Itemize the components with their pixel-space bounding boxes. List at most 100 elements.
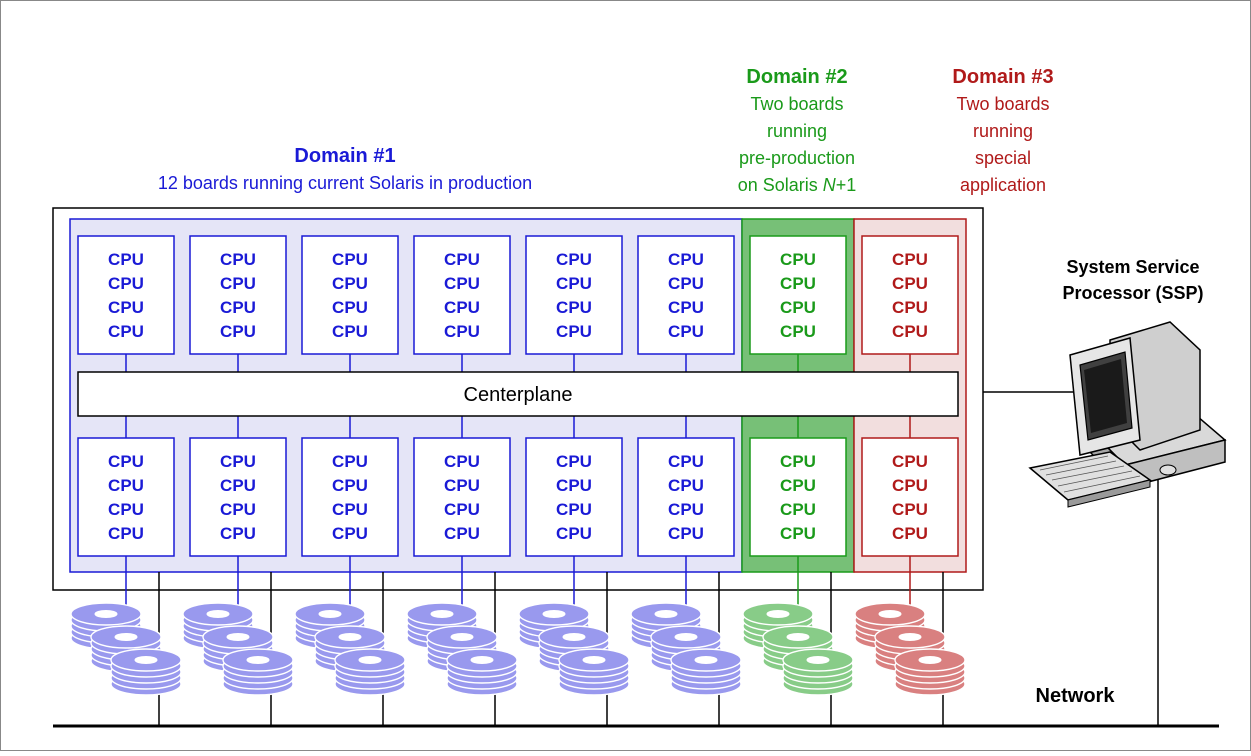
cpu-label: CPU <box>220 500 256 519</box>
cpu-label: CPU <box>556 500 592 519</box>
cpu-label: CPU <box>332 524 368 543</box>
cpu-label: CPU <box>668 452 704 471</box>
cpu-label: CPU <box>444 250 480 269</box>
cpu-label: CPU <box>780 250 816 269</box>
cpu-label: CPU <box>108 524 144 543</box>
cpu-board-lower-3 <box>301 437 399 557</box>
domain-2-line-1: Two boards <box>750 94 843 114</box>
cpu-board-upper-7 <box>749 235 847 355</box>
disk-stack-icon <box>782 648 854 696</box>
domain-3-label: Domain #3 Two boards running special app… <box>952 66 1053 195</box>
cpu-board-upper-3 <box>301 235 399 355</box>
cpu-label: CPU <box>220 250 256 269</box>
disk-stack-icon <box>110 648 182 696</box>
cpu-label: CPU <box>668 524 704 543</box>
cpu-label: CPU <box>444 524 480 543</box>
cpu-label: CPU <box>108 250 144 269</box>
cpu-label: CPU <box>892 476 928 495</box>
domain-2-line-2: running <box>767 121 827 141</box>
domain-1-title: Domain #1 <box>294 145 395 167</box>
domain-3-line-3: special <box>975 148 1031 168</box>
cpu-label: CPU <box>332 452 368 471</box>
cpu-label: CPU <box>556 322 592 341</box>
cpu-label: CPU <box>108 476 144 495</box>
cpu-board-upper-2 <box>189 235 287 355</box>
domain-1-desc: 12 boards running current Solaris in pro… <box>158 173 532 193</box>
cpu-board-upper-5 <box>525 235 623 355</box>
cpu-label: CPU <box>780 452 816 471</box>
cpu-label: CPU <box>668 250 704 269</box>
cpu-label: CPU <box>780 500 816 519</box>
disk-stack-icon <box>670 648 742 696</box>
cpu-label: CPU <box>556 274 592 293</box>
disk-stack-icon <box>334 648 406 696</box>
cpu-label: CPU <box>444 298 480 317</box>
ssp-label-line-1: System Service <box>1066 257 1199 277</box>
cpu-label: CPU <box>668 322 704 341</box>
cpu-label: CPU <box>668 274 704 293</box>
cpu-label: CPU <box>108 322 144 341</box>
cpu-board-upper-6 <box>637 235 735 355</box>
cpu-label: CPU <box>668 500 704 519</box>
domain-3-line-4: application <box>960 175 1046 195</box>
cpu-boards: CPU CPU CPU CPU CPU CPU CPU CPU CPU CPU CPU CPU CPU C… <box>77 235 959 557</box>
ssp-workstation-icon <box>1028 321 1227 508</box>
cpu-label: CPU <box>556 250 592 269</box>
disk-stack-icon <box>558 648 630 696</box>
domain-2-label: Domain #2 Two boards running pre-product… <box>738 66 857 195</box>
cpu-label: CPU <box>444 476 480 495</box>
cpu-label: CPU <box>780 524 816 543</box>
cpu-label: CPU <box>556 452 592 471</box>
domain-3-line-2: running <box>973 121 1033 141</box>
cpu-board-lower-1 <box>77 437 175 557</box>
network <box>53 391 1219 728</box>
cpu-label: CPU <box>220 322 256 341</box>
cpu-label: CPU <box>444 500 480 519</box>
centerplane <box>77 371 959 417</box>
cpu-label: CPU <box>668 476 704 495</box>
cpu-board-upper-1 <box>77 235 175 355</box>
cpu-board-lower-5 <box>525 437 623 557</box>
cpu-label: CPU <box>668 298 704 317</box>
cpu-board-lower-8 <box>861 437 959 557</box>
centerplane-label: Centerplane <box>464 384 573 406</box>
cpu-label: CPU <box>892 500 928 519</box>
cpu-board-lower-6 <box>637 437 735 557</box>
cpu-board-lower-7 <box>749 437 847 557</box>
domain-2-title: Domain #2 <box>746 66 847 88</box>
cpu-label: CPU <box>892 452 928 471</box>
cpu-label: CPU <box>108 500 144 519</box>
domain-1-label: Domain #1 12 boards running current Sola… <box>158 145 532 193</box>
cpu-board-lower-2 <box>189 437 287 557</box>
domain-2-line-4: on Solaris N+1 <box>738 175 857 195</box>
cpu-label: CPU <box>108 298 144 317</box>
ssp-label-line-2: Processor (SSP) <box>1062 283 1203 303</box>
network-label: Network <box>1036 685 1116 707</box>
cpu-label: CPU <box>892 298 928 317</box>
cpu-board-upper-4 <box>413 235 511 355</box>
domain-3-title: Domain #3 <box>952 66 1053 88</box>
domain-2-line-3: pre-production <box>739 148 855 168</box>
domain-2-line-4-prefix: on Solaris <box>738 175 823 195</box>
cpu-label: CPU <box>556 298 592 317</box>
cpu-label: CPU <box>444 274 480 293</box>
cpu-board-lower-4 <box>413 437 511 557</box>
cpu-label: CPU <box>332 274 368 293</box>
cpu-label: CPU <box>892 250 928 269</box>
cpu-label: CPU <box>220 298 256 317</box>
cpu-label: CPU <box>780 298 816 317</box>
cpu-label: CPU <box>892 322 928 341</box>
cpu-label: CPU <box>220 274 256 293</box>
domain-3-line-1: Two boards <box>956 94 1049 114</box>
cpu-label: CPU <box>220 524 256 543</box>
cpu-label: CPU <box>332 298 368 317</box>
cpu-label: CPU <box>780 274 816 293</box>
cpu-label: CPU <box>332 500 368 519</box>
cpu-label: CPU <box>556 476 592 495</box>
cpu-label: CPU <box>444 322 480 341</box>
cpu-label: CPU <box>556 524 592 543</box>
cpu-label: CPU <box>332 476 368 495</box>
cpu-label: CPU <box>108 452 144 471</box>
